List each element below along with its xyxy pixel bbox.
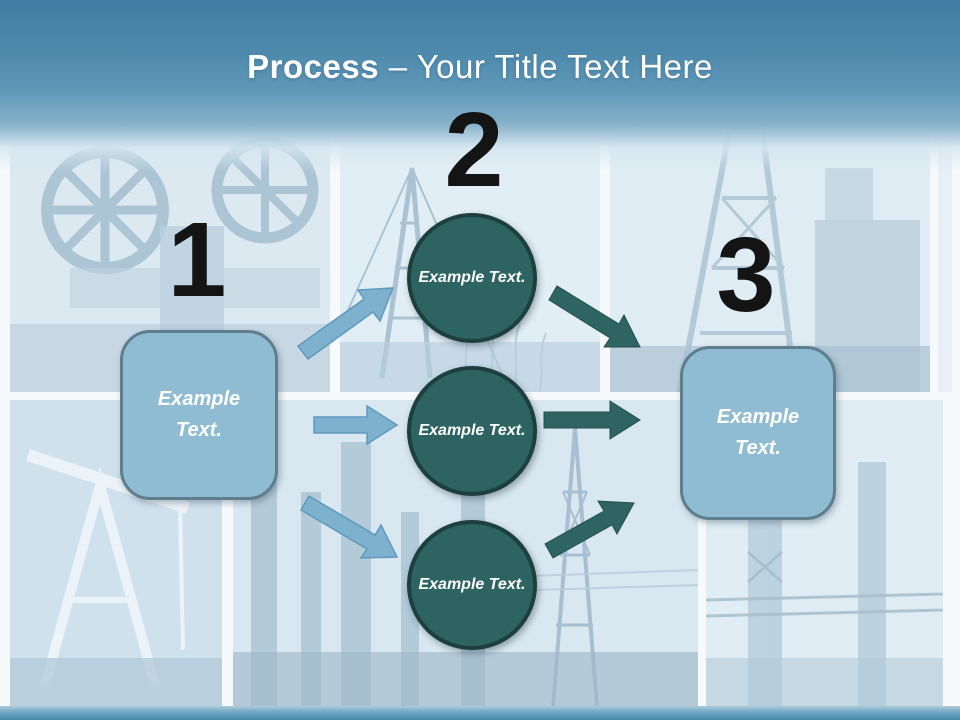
circle-step-2: Example Text. [407, 366, 537, 496]
right-example-box: Example Text. [680, 346, 836, 520]
step-number-2: 2 [444, 91, 504, 209]
circle-step-3-label: Example Text. [418, 576, 526, 593]
circle-step-1: Example Text. [407, 213, 537, 343]
refinery-photo [233, 427, 698, 707]
step-number-1: 1 [167, 201, 227, 319]
pumpjack-photo [10, 449, 222, 707]
title-regular: – Your Title Text Here [379, 48, 713, 85]
header-band [0, 0, 960, 172]
footer-band [0, 706, 960, 720]
right-example-box-label: Example Text. [716, 406, 800, 459]
photo-tile-edge-sliver [938, 128, 952, 392]
circle-step-2-label: Example Text. [418, 422, 526, 439]
circle-step-1-label: Example Text. [418, 269, 526, 286]
circle-step-3: Example Text. [407, 520, 537, 650]
left-example-box-label: Example Text. [157, 388, 241, 441]
left-example-box: Example Text. [120, 330, 278, 500]
title-bold: Process [247, 48, 380, 85]
step-number-3: 3 [716, 216, 776, 334]
page-title: Process – Your Title Text Here [0, 48, 960, 86]
